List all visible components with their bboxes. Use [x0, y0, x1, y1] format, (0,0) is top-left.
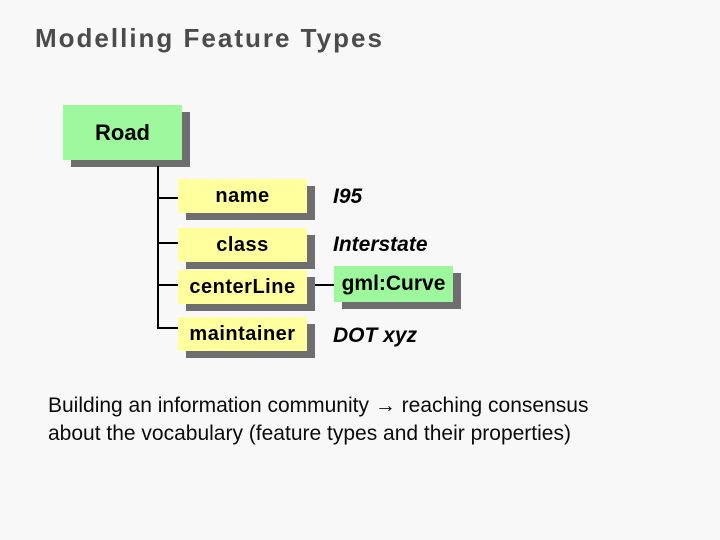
property-value-centerline-node: gml:Curve	[334, 266, 453, 302]
footer-caption: Building an information community → reac…	[48, 392, 588, 448]
property-node-maintainer: maintainer	[178, 317, 307, 351]
property-node-class-label: class	[216, 233, 269, 256]
property-value-centerline-label: gml:Curve	[341, 272, 446, 295]
property-value-name: I95	[333, 185, 363, 208]
connector-line-centerline-value	[307, 284, 334, 286]
property-node-maintainer-label: maintainer	[189, 322, 296, 345]
connector-line-class	[157, 242, 178, 244]
property-node-centerline-label: centerLine	[189, 275, 296, 298]
property-node-name: name	[178, 179, 307, 213]
property-node-class: class	[178, 228, 307, 262]
property-value-maintainer: DOT xyz	[333, 324, 418, 347]
road-node-label: Road	[95, 119, 150, 145]
connector-line-maintainer	[157, 327, 178, 329]
property-node-centerline: centerLine	[178, 270, 307, 304]
footer-caption-line2: about the vocabulary (feature types and …	[48, 422, 571, 445]
road-node: Road	[63, 105, 182, 160]
connector-line-name	[157, 197, 178, 199]
property-value-class: Interstate	[333, 233, 428, 256]
property-node-name-label: name	[215, 184, 270, 207]
connector-line-centerline	[157, 284, 178, 286]
slide-title: Modelling Feature Types	[35, 23, 384, 53]
tree-trunk-line	[157, 166, 159, 329]
footer-caption-line1: Building an information community → reac…	[48, 394, 589, 417]
